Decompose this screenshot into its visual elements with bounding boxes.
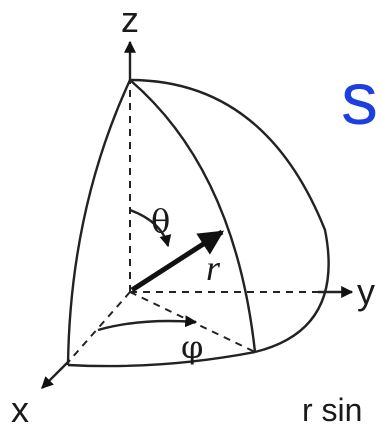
x-axis bbox=[41, 359, 71, 389]
sphere-octant-bottom-arc bbox=[67, 350, 256, 368]
sphere-octant-front-arc bbox=[66, 79, 132, 366]
accent-mark-s: s bbox=[341, 57, 378, 140]
theta-arc bbox=[129, 208, 172, 248]
phi-arc bbox=[97, 315, 198, 332]
phi-label: φ bbox=[181, 328, 203, 366]
x-axis-dashed bbox=[69, 291, 131, 361]
r-sin-caption: r sin bbox=[302, 392, 362, 428]
meridian-arc bbox=[129, 79, 257, 353]
y-axis-label: y bbox=[357, 271, 375, 312]
sphere-octant-outer-arc bbox=[129, 78, 330, 354]
radius-vector bbox=[130, 229, 225, 293]
r-label: r bbox=[206, 248, 221, 288]
x-axis-label: x bbox=[11, 389, 29, 430]
theta-label: θ bbox=[151, 202, 170, 240]
z-axis-label: z bbox=[121, 0, 139, 40]
